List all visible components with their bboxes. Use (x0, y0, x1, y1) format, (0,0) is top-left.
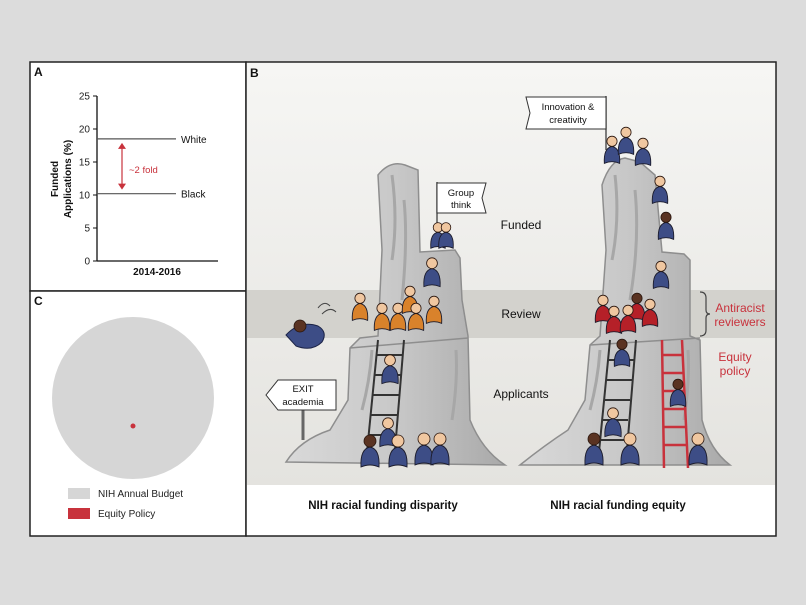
panel-b: B Funded Review Applicants Group think (247, 63, 775, 512)
funded-figure (617, 126, 635, 156)
funded-figure (438, 222, 454, 249)
antiracist-reviewer-figure (628, 292, 646, 322)
innovation-flag: Innovation & creativity (525, 96, 607, 150)
funded-figure (634, 137, 652, 167)
legend-swatch-budget (68, 488, 90, 499)
antiracist-line2: reviewers (714, 315, 765, 329)
climbing-figure (652, 260, 670, 290)
applicant-figure (414, 432, 434, 466)
equity-policy-line2: policy (720, 364, 751, 378)
panel-c: C NIH Annual Budget Equity Policy (34, 294, 214, 520)
groupthink-reviewer-figure (351, 292, 369, 322)
panel-a-letter: A (34, 65, 43, 79)
legend-label-budget: NIH Annual Budget (98, 489, 183, 500)
climbing-figure (613, 338, 631, 368)
series-label-white: White (181, 135, 207, 146)
fold-arrow-head-down (118, 183, 126, 190)
group-think-line2: think (451, 200, 471, 211)
exit-academia-sign: EXIT academia (265, 379, 337, 440)
band-label-applicants: Applicants (493, 387, 548, 401)
antiracist-reviewer-figure (641, 298, 659, 328)
exit-line2: academia (282, 397, 324, 408)
antiracist-line1: Antiracist (715, 301, 765, 315)
band-label-review: Review (501, 307, 541, 321)
climbing-figure (657, 211, 675, 241)
reviewers-bracket (699, 291, 711, 337)
fold-arrow-head-up (118, 142, 126, 149)
y-tick-label: 15 (79, 158, 91, 169)
legend-label-equity: Equity Policy (98, 509, 155, 520)
applicant-figure (430, 432, 450, 466)
nih-budget-circle (52, 317, 214, 479)
antiracist-reviewer-figure (619, 304, 637, 334)
climbing-figure (604, 407, 622, 438)
climbing-figure (381, 354, 399, 385)
innovation-line2: creativity (549, 115, 587, 126)
y-tick-label: 10 (79, 191, 91, 202)
y-tick-label: 25 (79, 92, 91, 103)
x-axis-label: 2014-2016 (133, 267, 181, 278)
groupthink-reviewer-figure (425, 295, 443, 325)
equity-policy-dot (130, 423, 136, 429)
equity-policy-line1: Equity (718, 350, 751, 364)
groupthink-reviewer-figure (389, 302, 407, 332)
applicant-figure (620, 432, 640, 466)
caption-disparity: NIH racial funding disparity (308, 500, 458, 512)
groupthink-reviewer-figure (407, 302, 425, 332)
funded-figure (603, 135, 621, 165)
applicant-figure (584, 432, 604, 466)
groupthink-reviewer-figure (373, 302, 391, 332)
caption-equity: NIH racial funding equity (550, 500, 686, 512)
applicant-figure (360, 434, 380, 468)
y-tick-label: 20 (79, 125, 91, 136)
climbing-figure (651, 175, 669, 205)
band-label-funded: Funded (501, 218, 542, 232)
antiracist-reviewer-figure (605, 305, 623, 335)
applicant-figure (688, 432, 708, 466)
y-tick-label: 0 (84, 257, 90, 268)
group-think-flag: Group think (436, 182, 487, 232)
y-axis-label-line1: Funded (50, 161, 61, 197)
y-tick-label: 5 (84, 224, 90, 235)
people-figures (351, 126, 708, 468)
y-axis-label-line2: Applications (%) (63, 140, 74, 218)
group-think-line1: Group (448, 188, 474, 199)
innovation-line1: Innovation & (542, 102, 595, 113)
exit-line1: EXIT (292, 384, 313, 395)
panel-b-letter: B (250, 66, 259, 80)
climbing-figure (423, 257, 441, 288)
fold-change-label: ~2 fold (129, 165, 158, 176)
panel-a-frame (29, 61, 247, 292)
applicant-figure (388, 434, 408, 468)
legend-swatch-equity (68, 508, 90, 519)
climbing-figure (669, 378, 687, 408)
series-label-black: Black (181, 190, 206, 201)
ejected-figure (285, 302, 337, 349)
panel-c-letter: C (34, 294, 43, 308)
